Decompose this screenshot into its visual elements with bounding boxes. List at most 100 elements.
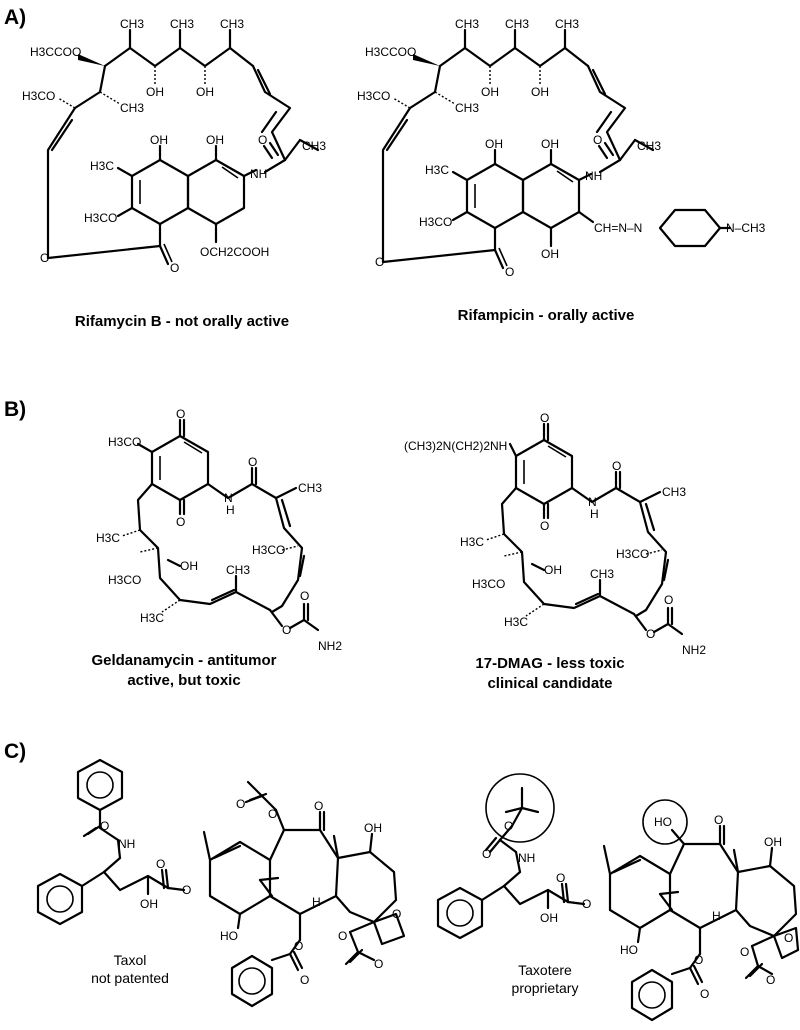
hydroxyl-highlight-circle [642, 799, 688, 845]
rifB-och2cooh-label: OCH2COOH [200, 245, 269, 259]
rifp-n-methyl-label: N–CH3 [726, 221, 766, 235]
gel-h3co-1-label: H3CO [108, 573, 141, 587]
geldanamycin-caption-2: active, but toxic [127, 672, 240, 689]
dmag-caption-2: clinical candidate [487, 675, 612, 692]
rifB-h3c-label: H3C [90, 159, 114, 173]
taxol-h-label: H [312, 895, 321, 909]
taxol-o-ac-label: O [338, 929, 347, 943]
rifB-o-bridge-label: O [40, 251, 49, 265]
rifp-h3ccoo-label: H3CCOO [365, 45, 416, 59]
rifB-oh-1-label: OH [146, 85, 164, 99]
taxotere-ho-top-label: HO [654, 815, 672, 829]
taxotere-structure: O O NH OH O O HO O OH H HO O O O O O [436, 773, 800, 1022]
rifB-oh-4-label: OH [206, 133, 224, 147]
gel-o-top-label: O [176, 407, 185, 421]
dmag-h3co-2-label: H3CO [616, 547, 649, 561]
geldanamycin-caption-1: Geldanamycin - antitumor [91, 652, 276, 669]
taxotere-o-boc2-label: O [504, 819, 513, 833]
section-b-label: B) [4, 398, 26, 421]
rifB-ch3-2-label: CH3 [170, 17, 194, 31]
dmag-o-top-label: O [540, 411, 549, 425]
taxol-caption-1: Taxol [114, 952, 147, 968]
taxotere-caption-1: Taxotere [518, 962, 572, 978]
rifp-oh-5-label: OH [541, 247, 559, 261]
taxol-o-bz2-label: O [300, 973, 309, 987]
taxol-o-ester2-label: O [182, 883, 191, 897]
taxol-caption-2: not patented [91, 970, 169, 986]
taxotere-o-ester-label: O [556, 871, 565, 885]
taxol-o-ester-label: O [156, 857, 165, 871]
rifp-h3co-label: H3CO [357, 89, 390, 103]
rifB-ch3-5-label: CH3 [302, 139, 326, 153]
taxotere-o-oxetane-label: O [784, 931, 793, 945]
gel-oh-label: OH [180, 559, 198, 573]
dmag-o-carbamate-label: O [646, 627, 655, 641]
rifp-hydrazone-label: CH=N–N [594, 221, 642, 235]
dmag-h-label: H [590, 507, 599, 521]
taxol-oh-label: OH [140, 897, 158, 911]
dmag-nh2-label: NH2 [682, 643, 706, 657]
section-a-label: A) [4, 6, 26, 29]
taxotere-ho-label: HO [620, 943, 638, 957]
rifB-o-amide-label: O [258, 133, 267, 147]
dmag-amine-label: (CH3)2N(CH2)2NH [404, 439, 507, 453]
rifp-oh-2-label: OH [531, 85, 549, 99]
rifB-ch3-1-label: CH3 [120, 17, 144, 31]
rifp-h3co-ar-label: H3CO [419, 215, 452, 229]
taxol-o-oxetane-label: O [392, 907, 401, 921]
rifp-oh-1-label: OH [481, 85, 499, 99]
taxotere-o-boc-label: O [482, 847, 491, 861]
gel-h3c-2-label: H3C [140, 611, 164, 625]
section-c-label: C) [4, 740, 26, 763]
taxotere-o-ac-label: O [740, 945, 749, 959]
taxotere-o-ac2-label: O [766, 973, 775, 987]
gel-h3co-top-label: H3CO [108, 435, 141, 449]
gel-ch3-2-label: CH3 [226, 563, 250, 577]
gel-o-carbamate2-label: O [300, 589, 309, 603]
rifB-ch3-4-label: CH3 [120, 101, 144, 115]
rifB-oh-2-label: OH [196, 85, 214, 99]
gel-h3co-2-label: H3CO [252, 543, 285, 557]
rifB-oh-3-label: OH [150, 133, 168, 147]
taxol-o-benzoyl-label: O [100, 819, 109, 833]
taxol-oh-right-label: OH [364, 821, 382, 835]
taxol-o-ac2-label: O [374, 957, 383, 971]
rifp-ch3-5-label: CH3 [637, 139, 661, 153]
gel-ch3-label: CH3 [298, 481, 322, 495]
rifp-o-carbonyl-label: O [505, 265, 514, 279]
gel-n-label: N [224, 491, 233, 505]
dmag-o-carbamate2-label: O [664, 593, 673, 607]
rifp-h3c-label: H3C [425, 163, 449, 177]
taxotere-oh-right-label: OH [764, 835, 782, 849]
taxotere-caption-2: proprietary [512, 980, 579, 996]
rifampicin-caption: Rifampicin - orally active [458, 307, 635, 324]
gel-h-label: H [226, 503, 235, 517]
boc-highlight-circle [485, 773, 555, 843]
rifamycin-b-structure: H3CCOO H3CO CH3 CH3 CH3 CH3 CH3 OH OH OH… [22, 17, 326, 275]
rifp-oh-4-label: OH [541, 137, 559, 151]
rifB-nh-label: NH [250, 167, 267, 181]
rifp-ch3-4-label: CH3 [455, 101, 479, 115]
taxotere-o-ketone-label: O [714, 813, 723, 827]
gel-o-carbamate-label: O [282, 623, 291, 637]
dmag-o-bottom-label: O [540, 519, 549, 533]
rifB-o-carbonyl-label: O [170, 261, 179, 275]
rifp-ch3-1-label: CH3 [455, 17, 479, 31]
taxotere-h-label: H [712, 909, 721, 923]
rifB-h3ccoo-label: H3CCOO [30, 45, 81, 59]
rifp-o-bridge-label: O [375, 255, 384, 269]
rifp-nh-label: NH [585, 169, 602, 183]
taxol-nh-label: NH [118, 837, 135, 851]
rifp-oh-3-label: OH [485, 137, 503, 151]
taxol-o-bz-label: O [294, 939, 303, 953]
dmag-h3c-1-label: H3C [460, 535, 484, 549]
taxotere-oh-label: OH [540, 911, 558, 925]
dmag-structure: (CH3)2N(CH2)2NH O O N H O CH3 H3C H3CO O… [404, 411, 706, 657]
taxol-o-ketone-label: O [314, 799, 323, 813]
dmag-n-label: N [588, 495, 597, 509]
rifp-ch3-2-label: CH3 [505, 17, 529, 31]
gel-h3c-1-label: H3C [96, 531, 120, 545]
taxotere-nh-label: NH [518, 851, 535, 865]
taxotere-o-ester2-label: O [582, 897, 591, 911]
